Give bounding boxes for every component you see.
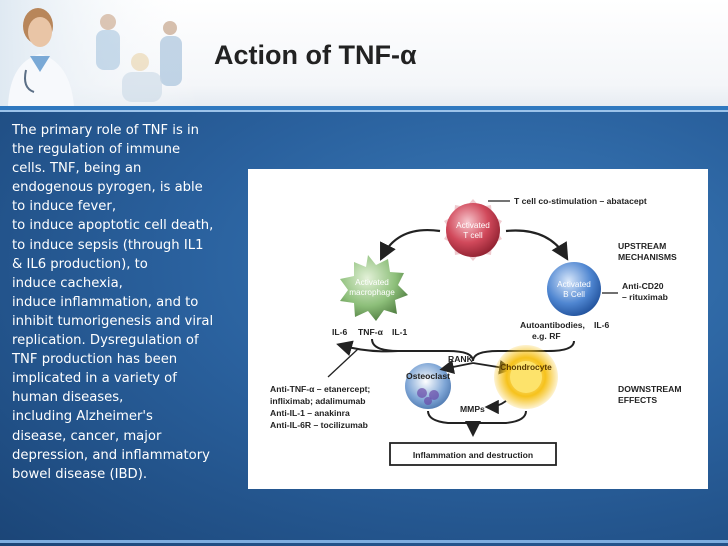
mmps-label: MMPs: [460, 404, 485, 414]
description-line: implicated in a variety of: [12, 371, 177, 387]
footer-line: [0, 540, 728, 543]
arrow-tcell-to-bcell: [505, 229, 569, 261]
activated-macrophage: Activated macrophage: [340, 255, 408, 321]
osteoclast-cell: Osteoclast: [405, 363, 451, 409]
anti-cd20-label-1: Anti-CD20: [622, 281, 664, 291]
description-line: to induce fever,: [12, 199, 117, 215]
macrophage-label-2: macrophage: [349, 288, 395, 297]
therapy-line-2: infliximab; adalimumab: [270, 396, 366, 406]
activated-b-cell: Activated B Cell: [547, 262, 601, 316]
cytokine-tnf: TNF-α: [358, 327, 384, 337]
description-line: replication. Dysregulation of: [12, 333, 199, 349]
outcome-label: Inflammation and destruction: [413, 450, 533, 460]
b-cell-label-2: B Cell: [563, 290, 585, 299]
slide-title: Action of TNF-α: [214, 40, 417, 70]
upstream-label-1: UPSTREAM: [618, 241, 666, 251]
t-cell-label-2: T cell: [463, 231, 483, 240]
arrow-to-mmps: [484, 399, 507, 415]
activated-t-cell: Activated T cell: [444, 199, 502, 261]
outcome-box: [389, 442, 557, 466]
bcell-il6-label: IL-6: [594, 320, 609, 330]
tnf-pathway-diagram: Activated T cell T cell co-stimulation –…: [270, 196, 682, 466]
description-line: to induce sepsis (through IL1: [12, 237, 204, 253]
downstream-label-2: EFFECTS: [618, 395, 657, 405]
description-line: induce inflammation, and to: [12, 294, 199, 310]
rank-label: RANK: [448, 354, 474, 364]
cytokine-il6: IL-6: [332, 327, 347, 337]
chondrocyte-label: Chondrocyte: [500, 362, 552, 372]
description-line: induce cachexia,: [12, 275, 123, 291]
macrophage-label-1: Activated: [355, 278, 389, 287]
arrow-tcell-to-macrophage: [380, 229, 441, 261]
header-divider-highlight: [0, 110, 728, 112]
outcome-merge-right: [465, 410, 527, 437]
upstream-label-2: MECHANISMS: [618, 252, 677, 262]
description-line: depression, and inflammatory: [12, 447, 210, 463]
t-cell-label-1: Activated: [456, 221, 490, 230]
tnf-pathway-figure: Activated T cell T cell co-stimulation –…: [248, 169, 708, 489]
therapy-pointer: [327, 348, 359, 378]
description-line: bowel disease (IBD).: [12, 466, 148, 482]
arrow-to-osteoclast: [439, 359, 474, 374]
arrow-feedback-to-cytokines: [336, 340, 399, 356]
description-line: disease, cancer, major: [12, 428, 162, 444]
chondrocyte-cell: Chondrocyte: [494, 345, 558, 409]
medical-staff-photo: [0, 0, 200, 106]
description-line: TNF production has been: [12, 352, 178, 368]
description-line: the regulation of immune: [12, 142, 181, 158]
osteoclast-label: Osteoclast: [406, 371, 450, 381]
therapy-line-4: Anti-IL-6R – tocilizumab: [270, 420, 368, 430]
description-line: human diseases,: [12, 390, 124, 406]
description-line: to induce apoptotic cell death,: [12, 218, 214, 234]
b-cell-label-1: Activated: [557, 280, 591, 289]
description-line: inhibit tumorigenesis and viral: [12, 313, 214, 329]
header-divider: [0, 106, 728, 110]
therapy-line-1: Anti-TNF-α – etanercept;: [270, 384, 370, 394]
outcome-merge-left: [427, 410, 474, 434]
downstream-label-1: DOWNSTREAM: [618, 384, 682, 394]
description-line: endogenous pyrogen, is able: [12, 180, 203, 196]
description-line: including Alzheimer's: [12, 409, 153, 425]
cytokine-il1: IL-1: [392, 327, 407, 337]
autoantibodies-label-1: Autoantibodies,: [520, 320, 585, 330]
description-text: The primary role of TNF is in the regula…: [12, 121, 238, 484]
description-line: cells. TNF, being an: [12, 161, 142, 177]
autoantibodies-label-2: e.g. RF: [532, 331, 561, 341]
therapy-line-3: Anti-IL-1 – anakinra: [270, 408, 350, 418]
costimulation-label: T cell co-stimulation – abatacept: [514, 196, 647, 206]
description-line: & IL6 production), to: [12, 256, 148, 272]
description-line: The primary role of TNF is in: [12, 123, 200, 138]
anti-cd20-label-2: – rituximab: [622, 292, 668, 302]
merge-left: [371, 338, 474, 362]
